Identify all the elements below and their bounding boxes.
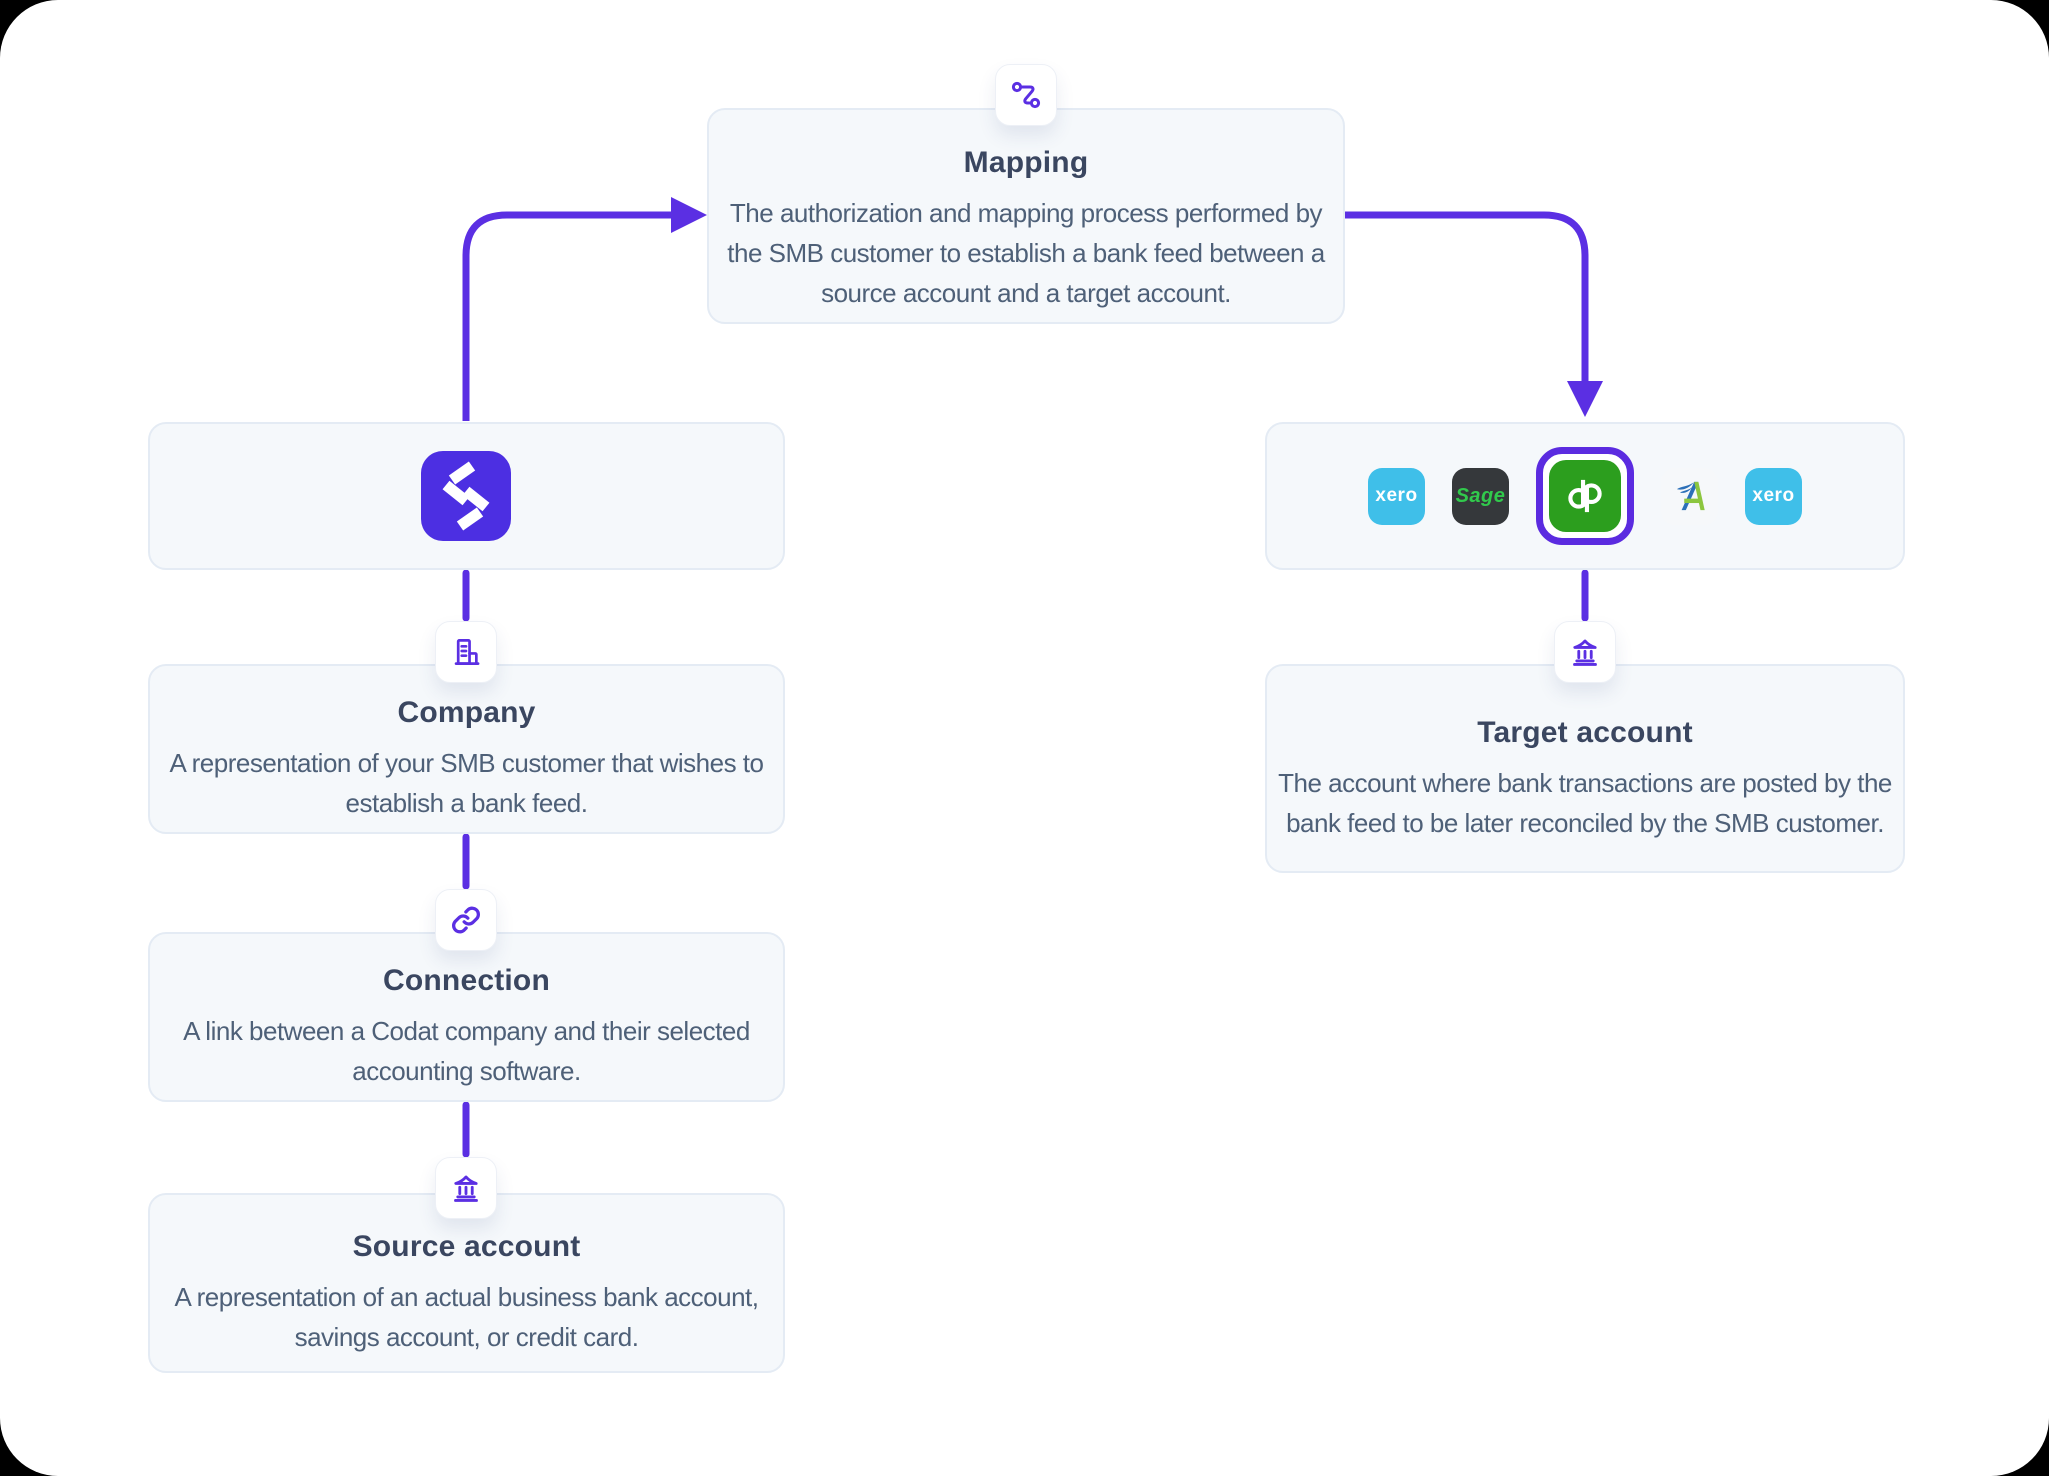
codat-logo <box>421 451 511 541</box>
source-account-description: A representation of an actual business b… <box>174 1282 759 1352</box>
xero-logo: xero <box>1745 467 1802 525</box>
connection-icon-card <box>435 889 497 951</box>
link-icon <box>452 906 480 934</box>
xero-logo-label: xero <box>1375 485 1418 506</box>
company-description: A representation of your SMB customer th… <box>169 748 764 818</box>
connection-description: A link between a Codat company and their… <box>183 1016 750 1086</box>
bank-icon <box>454 1175 478 1202</box>
target-account-title: Target account <box>1477 715 1693 749</box>
company-card: Company A representation of your SMB cus… <box>148 664 785 834</box>
source-account-icon-card <box>435 1157 497 1219</box>
quickbooks-logo <box>1549 460 1621 532</box>
connection-card: Connection A link between a Codat compan… <box>148 932 785 1102</box>
xero-logo: xero <box>1368 467 1425 525</box>
company-icon-card <box>435 621 497 683</box>
building-icon <box>454 639 480 665</box>
target-account-description: The account where bank transactions are … <box>1278 767 1892 838</box>
mapping-card: Mapping The authorization and mapping pr… <box>707 108 1345 324</box>
quickbooks-qb-icon <box>1568 479 1602 513</box>
sage-logo: Sage <box>1452 467 1509 525</box>
arrow-mapping-to-target-software <box>1345 211 1603 417</box>
mapping-description: The authorization and mapping process pe… <box>727 198 1325 308</box>
xero-logo-label: xero <box>1752 485 1795 506</box>
arrow-codat-to-mapping <box>462 197 707 421</box>
mapping-icon-card <box>995 64 1057 126</box>
source-account-card: Source account A representation of an ac… <box>148 1193 785 1373</box>
accounting-platforms-card: xero Sage <box>1265 422 1905 570</box>
source-account-title: Source account <box>352 1230 581 1263</box>
freeagent-a-icon <box>1676 481 1705 511</box>
connection-title: Connection <box>383 964 550 997</box>
bank-icon <box>1573 639 1597 666</box>
route-icon <box>1011 81 1041 109</box>
target-account-icon-card <box>1554 621 1616 683</box>
company-title: Company <box>397 696 536 729</box>
freeagent-logo <box>1661 467 1718 525</box>
sage-logo-label: Sage <box>1455 484 1506 507</box>
quickbooks-selected-ring <box>1536 447 1634 545</box>
codat-chevrons-icon <box>442 461 490 531</box>
mapping-title: Mapping <box>963 146 1089 179</box>
target-account-card: Target account The account where bank tr… <box>1265 664 1905 873</box>
